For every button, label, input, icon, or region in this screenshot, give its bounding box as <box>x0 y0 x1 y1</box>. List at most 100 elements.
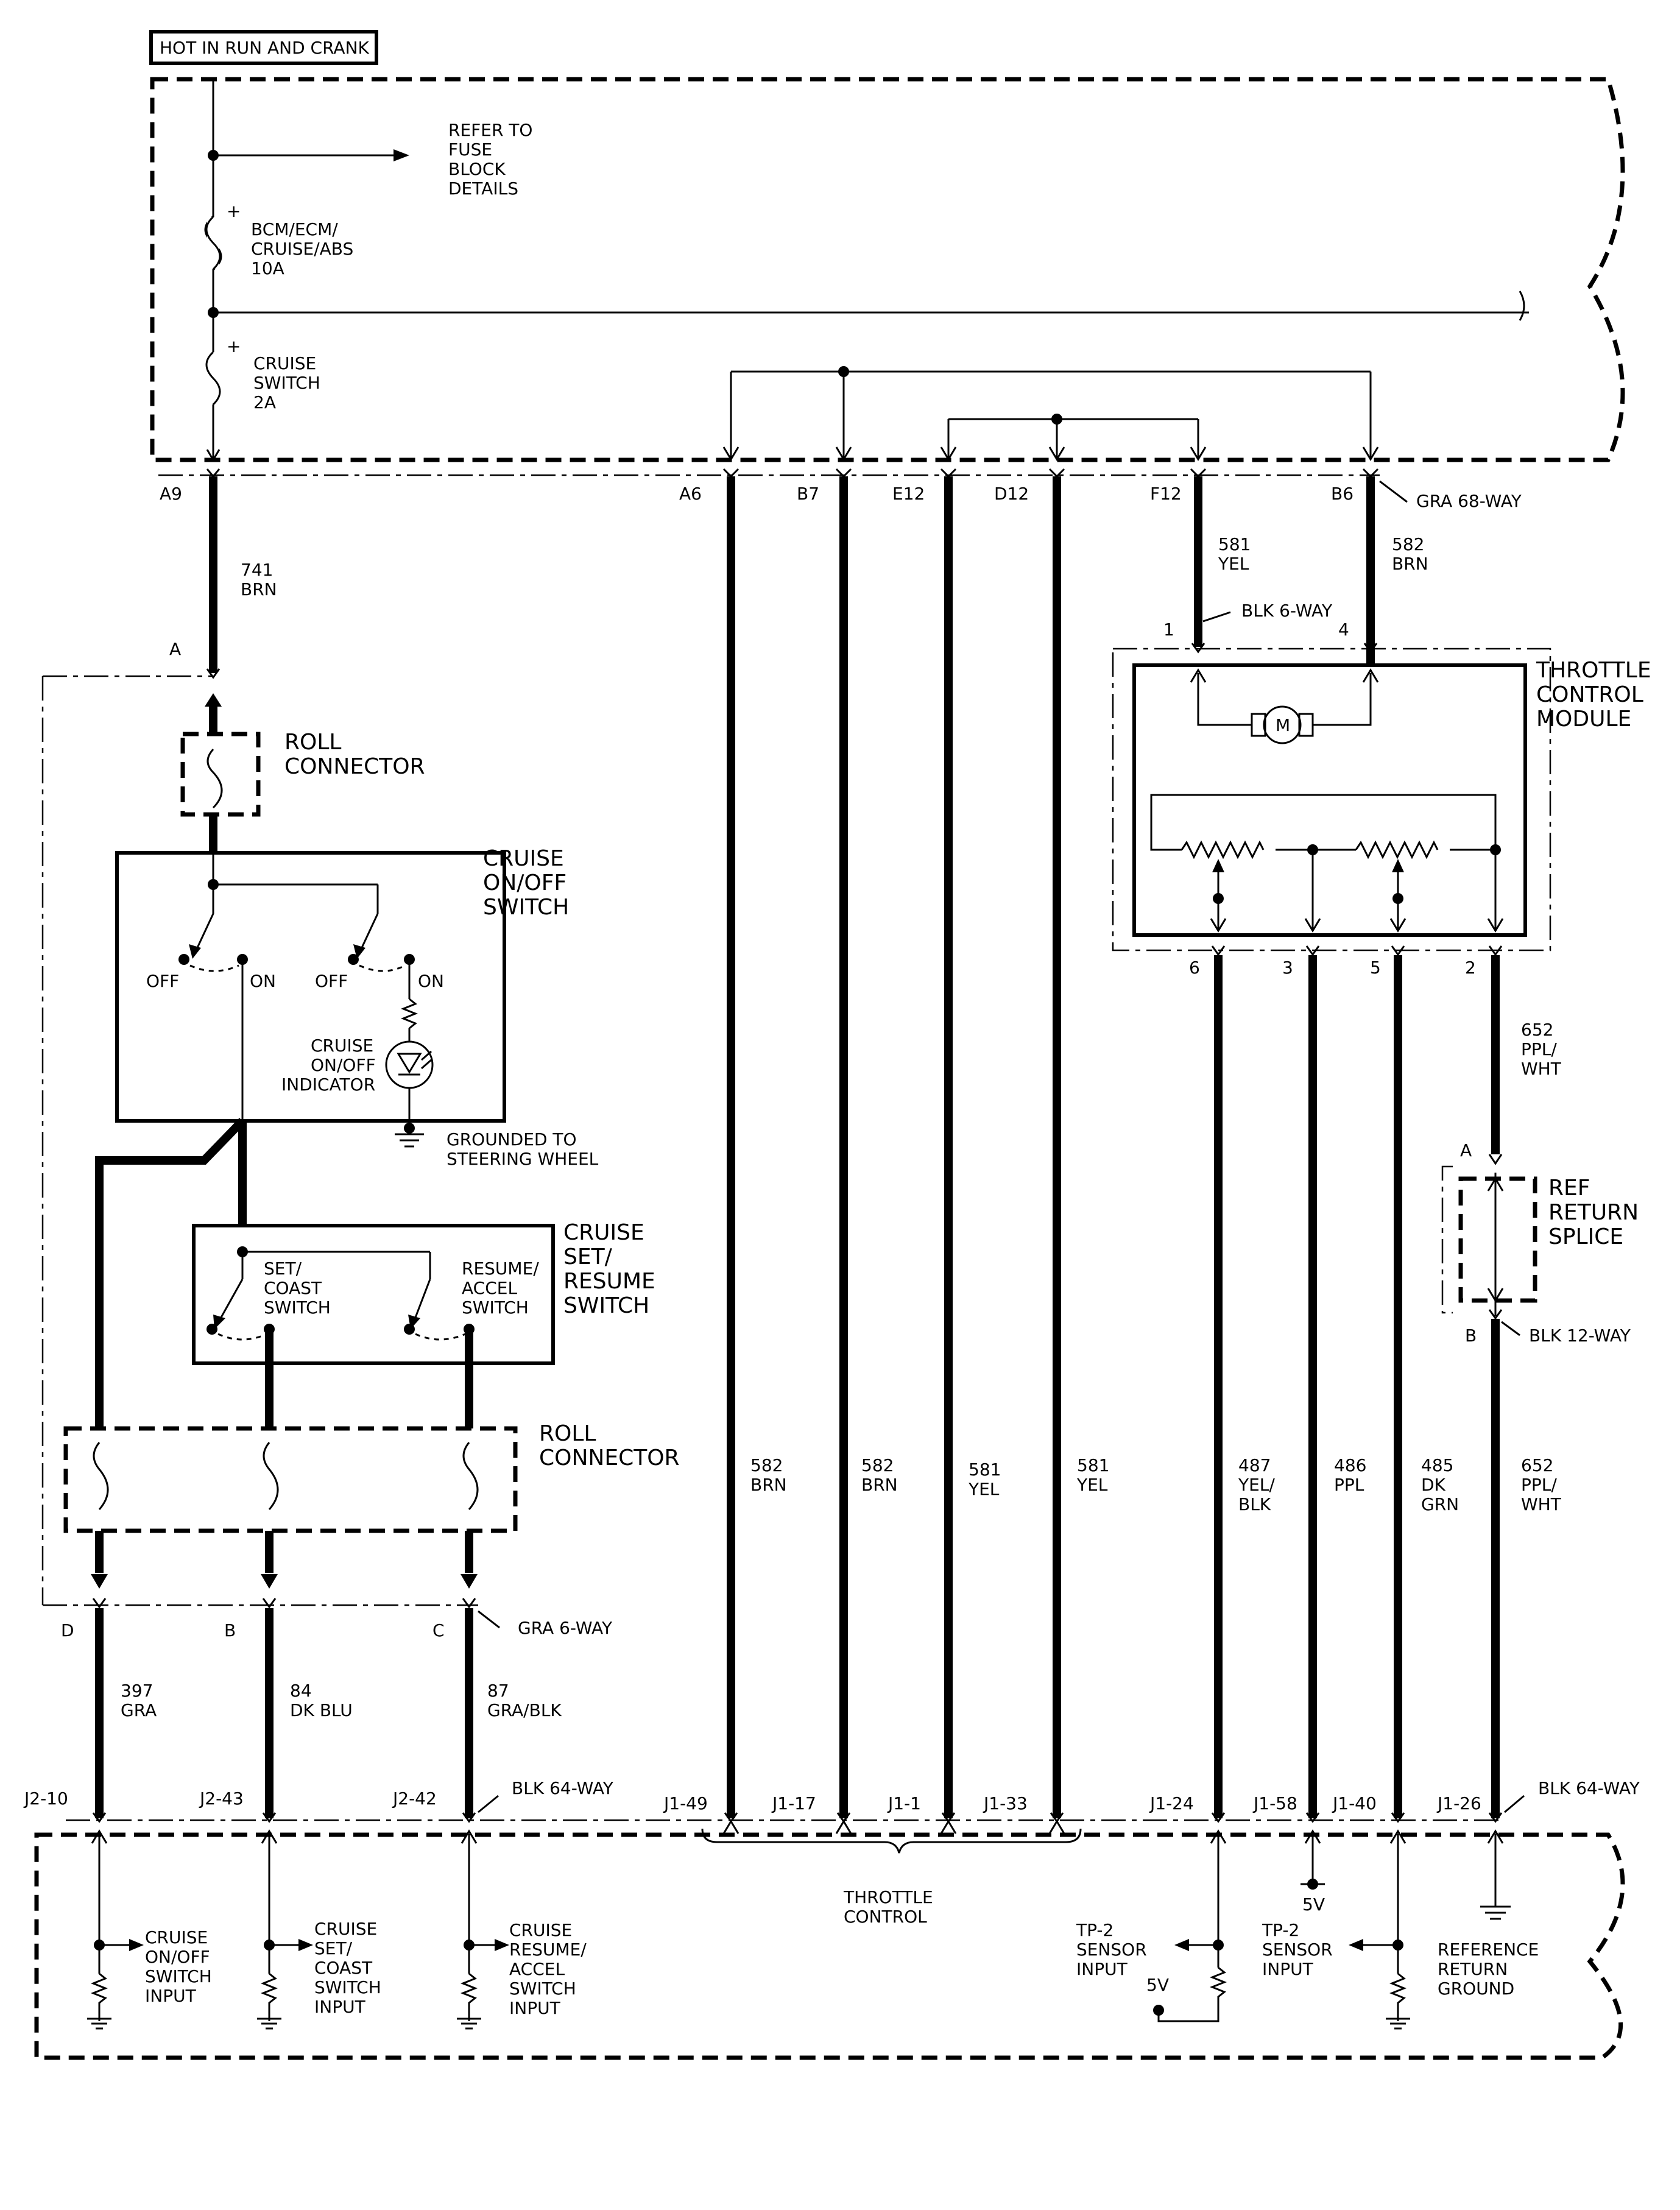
onoff-off-1: OFF <box>146 971 179 991</box>
in-onoff-2: ON/OFF <box>145 1947 210 1967</box>
setres-title-2: SET/ <box>563 1244 613 1269</box>
pin-j1-1: J1-1 <box>887 1793 921 1813</box>
wire-582b-color: BRN <box>861 1475 898 1495</box>
wire-487-c2: BLK <box>1238 1494 1271 1514</box>
pin-j2-10: J2-10 <box>23 1788 68 1809</box>
potentiometer-1-icon <box>1181 840 1265 860</box>
fuse-break-mark <box>1519 291 1525 321</box>
in-onoff-3: SWITCH <box>145 1966 212 1986</box>
throttle-label-1: THROTTLE <box>843 1887 933 1907</box>
splice-pin-b: B <box>1465 1326 1477 1346</box>
wire-582a-color: BRN <box>750 1475 787 1495</box>
fuse1-plus: + <box>227 201 241 221</box>
pin-j1-49: J1-49 <box>663 1793 708 1813</box>
tcm-title-1: THROTTLE <box>1536 658 1651 683</box>
blk-6-way-label: BLK 6-WAY <box>1241 601 1333 621</box>
blk-12-way-label: BLK 12-WAY <box>1529 1326 1631 1346</box>
wire-581b-num: 581 <box>1077 1455 1109 1475</box>
gnd-label-1: GROUNDED TO <box>446 1129 577 1149</box>
pin-j1-58: J1-58 <box>1252 1793 1297 1813</box>
fuse1-label-3: 10A <box>251 258 284 278</box>
fuse1-label-2: CRUISE/ABS <box>251 239 353 259</box>
wire-581-top-color: YEL <box>1218 554 1249 574</box>
in-set-3: COAST <box>314 1958 373 1978</box>
onoff-on-2: ON <box>418 971 444 991</box>
motor-icon <box>1263 705 1302 744</box>
indicator-label-3: INDICATOR <box>281 1075 375 1095</box>
in-res-2: RESUME/ <box>509 1940 587 1960</box>
wire-487-num: 487 <box>1238 1455 1271 1475</box>
roll-bot-title-2: CONNECTOR <box>539 1446 680 1470</box>
onoff-title-3: SWITCH <box>483 895 569 920</box>
wire-485-num: 485 <box>1421 1455 1453 1475</box>
wire-581a-num: 581 <box>969 1460 1001 1480</box>
pin-f12: F12 <box>1150 484 1182 504</box>
refer-label-3: BLOCK <box>448 159 506 179</box>
pcm-input-tp2-a <box>1153 1829 1227 2022</box>
in-set-4: SWITCH <box>314 1977 381 1997</box>
motor-label: M <box>1276 715 1290 735</box>
tcm-pin-5: 5 <box>1370 958 1381 978</box>
hot-in-run-label: HOT IN RUN AND CRANK <box>160 38 370 58</box>
pin-c: C <box>432 1620 445 1640</box>
hot-in-run-box <box>149 30 378 65</box>
ref-return-splice <box>1458 1176 1537 1303</box>
in-res-4: SWITCH <box>509 1979 576 1999</box>
onoff-on-1: ON <box>250 971 276 991</box>
indicator-label-1: CRUISE <box>311 1036 373 1056</box>
fuse1-label-1: BCM/ECM/ <box>251 219 338 239</box>
blk-64-way-right-label: BLK 64-WAY <box>1538 1778 1640 1798</box>
tp2b-label-3: INPUT <box>1262 1959 1314 1979</box>
wire-84-num: 84 <box>290 1681 312 1701</box>
in-onoff-1: CRUISE <box>145 1927 208 1947</box>
wire-741-color: BRN <box>241 579 277 599</box>
tp2b-label-2: SENSOR <box>1262 1940 1333 1960</box>
pin-b6: B6 <box>1331 484 1354 504</box>
in-onoff-4: INPUT <box>145 1986 197 2006</box>
setres-title-4: SWITCH <box>563 1293 649 1318</box>
wire-397-color: GRA <box>121 1700 157 1720</box>
ref-ground-label-1: REFERENCE <box>1438 1940 1539 1960</box>
wire-582a-num: 582 <box>750 1455 783 1475</box>
throttle-label-2: CONTROL <box>844 1907 927 1927</box>
cruise-onoff-switch <box>115 851 506 1123</box>
gra-6-way-label: GRA 6-WAY <box>518 1618 613 1638</box>
in-set-2: SET/ <box>314 1938 353 1958</box>
wire-486-num: 486 <box>1334 1455 1366 1475</box>
wire-652-bot-c2: WHT <box>1521 1494 1562 1514</box>
pcm-input-resume <box>457 1829 509 2030</box>
tcm-pin-4: 4 <box>1338 620 1349 640</box>
refer-label-1: REFER TO <box>448 120 532 140</box>
wire-581a-color: YEL <box>968 1479 1000 1499</box>
splice-pin-a: A <box>1460 1140 1472 1160</box>
in-res-3: ACCEL <box>509 1959 565 1979</box>
throttle-control-module <box>1132 663 1527 937</box>
roll-top-title-2: CONNECTOR <box>284 754 425 779</box>
wire-487-c1: YEL/ <box>1238 1475 1275 1495</box>
roll-bot-title-1: ROLL <box>539 1421 596 1446</box>
roll-top-title-1: ROLL <box>284 730 341 755</box>
wire-397-num: 397 <box>121 1681 153 1701</box>
wire-652-top-c1: PPL/ <box>1521 1039 1557 1059</box>
in-res-1: CRUISE <box>509 1920 572 1940</box>
pin-j1-26: J1-26 <box>1436 1793 1481 1813</box>
wire-84-color: DK BLU <box>290 1700 353 1720</box>
ref-ground-label-3: GROUND <box>1438 1979 1514 1999</box>
pin-j2-43: J2-43 <box>199 1788 244 1809</box>
roll-connector-top <box>180 732 261 817</box>
refer-label-2: FUSE <box>448 139 492 160</box>
set-label-3: SWITCH <box>264 1297 331 1318</box>
in-set-5: INPUT <box>314 1997 366 2017</box>
gnd-label-2: STEERING WHEEL <box>446 1149 599 1169</box>
pcm-outline <box>34 1832 1625 2060</box>
wire-485-c2: GRN <box>1421 1494 1459 1514</box>
pin-a9: A9 <box>160 484 182 504</box>
res-label-3: SWITCH <box>462 1297 529 1318</box>
res-label-2: ACCEL <box>462 1278 517 1298</box>
indicator-label-2: ON/OFF <box>311 1055 376 1075</box>
in-set-1: CRUISE <box>314 1919 377 1939</box>
pcm-ref-return-ground <box>1480 1829 1511 1920</box>
setres-title-3: RESUME <box>563 1269 655 1294</box>
pin-d: D <box>61 1620 74 1640</box>
blk-64-way-left-label: BLK 64-WAY <box>512 1778 614 1798</box>
